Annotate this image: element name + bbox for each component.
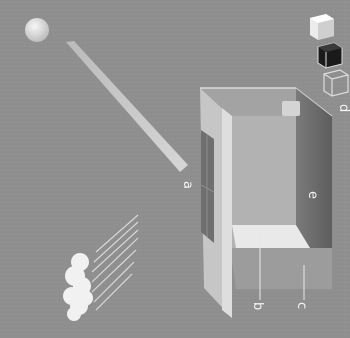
label-e: e xyxy=(305,191,320,199)
room-back-wall xyxy=(218,95,300,248)
rain-streaks xyxy=(91,214,139,311)
window-divider xyxy=(200,184,215,193)
cloud xyxy=(63,253,93,321)
label-c: c xyxy=(294,302,309,309)
room-shadow-wall xyxy=(296,88,332,289)
room-box xyxy=(200,87,333,318)
label-a: a xyxy=(180,181,195,189)
rain-cloud xyxy=(63,214,139,321)
label-d: d xyxy=(336,104,350,112)
room-floor xyxy=(232,225,310,248)
cube-dark xyxy=(317,42,343,69)
label-b: b xyxy=(250,302,265,310)
sun xyxy=(25,18,49,42)
cube-light xyxy=(310,14,334,40)
sun-ray xyxy=(66,41,188,172)
room-wall-edge xyxy=(222,108,232,318)
cube-outline xyxy=(323,69,349,97)
room-bottom xyxy=(230,248,332,289)
ceiling-object xyxy=(282,101,300,116)
box-rim xyxy=(295,87,333,117)
